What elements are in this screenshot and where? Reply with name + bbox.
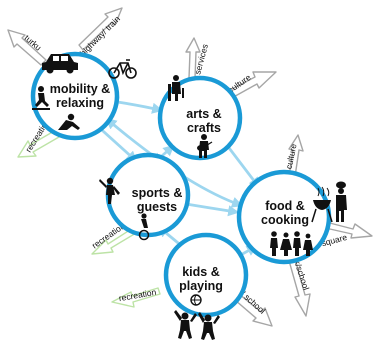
hub-title-arts-line2: crafts — [187, 121, 221, 135]
hub-title-mobility-line1: mobility & — [50, 82, 110, 96]
spoke-arrow-recreation-mobility — [17, 129, 60, 158]
hub-title-sports-line2: guests — [137, 200, 177, 214]
hub-ring-kids — [163, 232, 249, 318]
hub-title-food-line1: food & — [265, 199, 305, 213]
ball-icon — [190, 294, 202, 306]
skateboarder-icon — [32, 86, 50, 110]
hub-title-mobility-line2: relaxing — [56, 96, 104, 110]
spoke-arrow-recreation-sports — [91, 227, 137, 255]
car-icon — [42, 54, 78, 74]
family-icon — [270, 231, 313, 256]
hub-title-food-line2: cooking — [261, 213, 309, 227]
sculptor-icon — [168, 75, 184, 101]
jumping-children-icon — [174, 310, 220, 340]
hub-labels: mobility & relaxing arts & crafts sports… — [50, 82, 309, 293]
hub-title-kids-line2: playing — [179, 279, 223, 293]
grill-icon — [311, 186, 333, 223]
hub-title-sports-line1: sports & — [132, 186, 183, 200]
spoke-arrow-services — [185, 37, 201, 79]
pictograms — [32, 54, 347, 340]
reclining-person-icon — [58, 113, 80, 130]
hub-ring-mobility — [30, 51, 120, 141]
chef-icon — [336, 181, 347, 222]
cyclist-icon — [138, 213, 150, 241]
spoke-label-highway-train: highway/ train — [78, 14, 122, 58]
spoke-arrow-turku — [7, 29, 47, 66]
athlete-icon — [99, 177, 120, 204]
hub-title-kids-line1: kids & — [182, 265, 220, 279]
hub-ring-food — [236, 169, 332, 265]
bicycle-icon — [108, 59, 137, 79]
hub-title-arts-line1: arts & — [186, 107, 221, 121]
spoke-arrow-highway-train — [78, 7, 123, 51]
guitarist-icon — [197, 134, 213, 158]
spoke-arrow-recreation-kids — [111, 287, 161, 308]
